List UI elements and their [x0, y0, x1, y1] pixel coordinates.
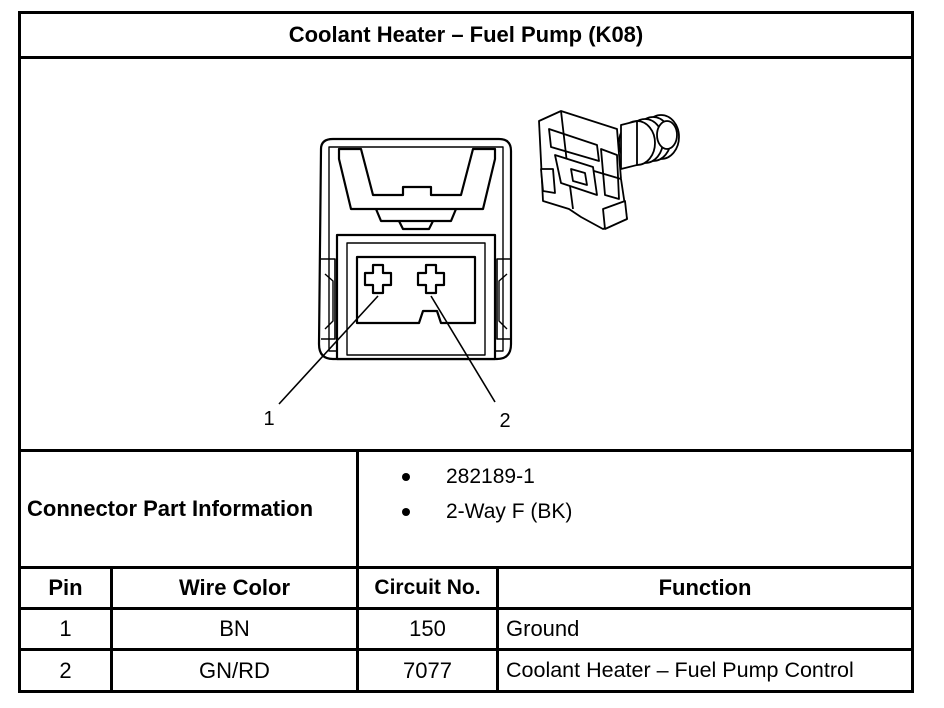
connector-sheet: Coolant Heater – Fuel Pump (K08): [18, 11, 914, 693]
table-cell-wire-color: BN: [219, 616, 250, 641]
pin-1-callout: 1: [263, 408, 274, 430]
connector-face-view: [317, 137, 513, 361]
connector-part-info-label: Connector Part Information: [27, 496, 314, 521]
diagram-divider: [21, 449, 911, 452]
pin-callout-leaders: [278, 295, 496, 405]
table-cell-function: Ground: [506, 616, 580, 641]
connector-drawing: 1 2: [263, 110, 680, 432]
terminal-1: [363, 263, 393, 295]
connector-part-info-list: 282189-1 2-Way F (BK): [376, 459, 572, 529]
sheet-title: Coolant Heater – Fuel Pump (K08): [288, 22, 644, 47]
latch-recess: [337, 147, 497, 211]
info-divider: [21, 566, 911, 569]
bullet-icon: [402, 472, 410, 481]
table-cell-wire-color: GN/RD: [199, 657, 270, 683]
connector-iso-view: [538, 110, 680, 230]
table-cell-pin: 2: [59, 657, 72, 683]
pin-2-callout: 2: [499, 410, 510, 432]
column-header-wire-color: Wire Color: [178, 575, 291, 600]
title-divider: [21, 56, 911, 59]
list-item: 282189-1: [376, 459, 572, 494]
list-item: 2-Way F (BK): [376, 494, 572, 529]
column-header-circuit-no: Circuit No.: [374, 576, 481, 599]
connector-diagram: 1 2: [21, 59, 911, 449]
column-header-pin: Pin: [48, 575, 83, 600]
bullet-icon: [402, 507, 410, 516]
table-cell-circuit-no: 7077: [403, 657, 452, 683]
column-header-function: Function: [658, 575, 752, 600]
table-cell-pin: 1: [59, 616, 72, 641]
table-cell-circuit-no: 150: [409, 616, 446, 641]
table-cell-function: Coolant Heater – Fuel Pump Control: [506, 658, 854, 682]
terminal-2: [416, 263, 446, 295]
